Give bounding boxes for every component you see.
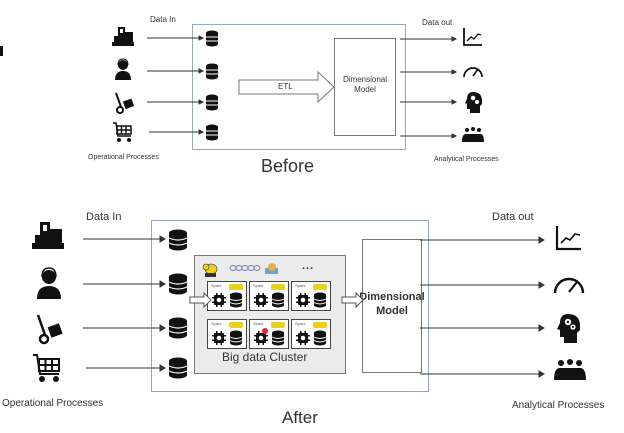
spark-tag: Spark <box>295 321 306 326</box>
big-data-cluster <box>194 255 346 374</box>
processor-chip-icon <box>296 293 310 307</box>
hand-truck-icon <box>115 92 135 114</box>
spark-tag: Spark <box>253 283 264 288</box>
after-data-in-label: Data In <box>86 211 122 223</box>
before-data-out-label: Data out <box>422 18 453 27</box>
before-title: Before <box>261 156 315 176</box>
spark-tag: Spark <box>295 283 306 288</box>
cluster-node: Spark <box>207 319 247 349</box>
database-icon <box>168 229 188 251</box>
before-model-label-1: Dimensional <box>342 75 388 84</box>
edge-mark <box>0 46 3 56</box>
support-agent-icon <box>37 267 61 299</box>
gauge-icon <box>553 277 585 294</box>
before-operational-caption: Operational Processes <box>88 154 159 161</box>
data-tool-icon <box>265 263 278 274</box>
database-icon <box>168 317 188 339</box>
head-gears-icon <box>465 92 482 113</box>
processor-chip-icon <box>254 331 268 345</box>
after-data-out-label: Data out <box>492 211 534 223</box>
after-dimensional-model-box: Dimensional Model <box>359 239 425 373</box>
shopping-cart-icon <box>33 354 60 382</box>
spark-tag: Spark <box>253 321 264 326</box>
team-meeting-icon <box>554 359 586 380</box>
etl-arrow <box>238 70 335 104</box>
hive-logo-icon <box>313 322 327 328</box>
after-model-label-2: Model <box>376 305 408 317</box>
chain-logo-icon <box>229 265 261 271</box>
cluster-node: Spark <box>207 281 247 311</box>
after-title: After <box>282 408 318 427</box>
database-icon <box>206 94 218 111</box>
before-flow-lines <box>147 35 458 139</box>
cluster-label: Big data Cluster <box>222 350 308 364</box>
database-icon <box>229 292 243 308</box>
head-gears-icon <box>557 314 580 343</box>
before-dimensional-model-box: Dimensional Model <box>334 38 396 136</box>
database-icon <box>168 357 188 379</box>
hadoop-elephant-icon <box>202 263 218 277</box>
team-meeting-icon <box>462 127 484 142</box>
after-analytical-caption: Analytical Processes <box>512 400 605 411</box>
before-model-label-2: Model <box>354 85 376 94</box>
hive-logo-icon <box>229 284 243 290</box>
hive-logo-icon <box>313 284 327 290</box>
cluster-ellipsis: ... <box>302 260 315 272</box>
hive-logo-icon <box>229 322 243 328</box>
cluster-input-arrow <box>189 291 212 309</box>
database-icon <box>168 273 188 295</box>
processor-chip-icon <box>296 331 310 345</box>
before-data-in-label: Data In <box>150 15 176 24</box>
after-operational-caption: Operational Processes <box>2 398 104 409</box>
hive-logo-icon <box>271 322 285 328</box>
alert-dot <box>262 328 268 334</box>
cluster-node: Spark <box>291 281 331 311</box>
database-icon <box>229 330 243 346</box>
cluster-node: Spark <box>291 319 331 349</box>
after-model-label-1: Dimensional <box>359 291 425 303</box>
etl-label: ETL <box>278 82 293 91</box>
cluster-node: Spark <box>249 319 289 349</box>
line-chart-icon <box>555 226 581 251</box>
line-chart-icon <box>463 28 482 46</box>
database-icon <box>206 30 218 47</box>
before-analytical-caption: Analytical Processes <box>434 156 499 163</box>
spark-tag: Spark <box>211 321 222 326</box>
database-icon <box>206 124 218 141</box>
processor-chip-icon <box>212 331 226 345</box>
cash-register-icon <box>32 222 64 249</box>
cash-register-icon <box>112 27 134 46</box>
database-icon <box>271 292 285 308</box>
before-system-frame <box>192 24 406 150</box>
hive-logo-icon <box>271 284 285 290</box>
database-icon <box>206 63 218 80</box>
spark-tag: Spark <box>211 283 222 288</box>
support-agent-icon <box>115 58 131 80</box>
shopping-cart-icon <box>113 122 132 142</box>
database-icon <box>313 292 327 308</box>
after-system-frame <box>151 220 429 392</box>
cluster-node: Spark <box>249 281 289 311</box>
gauge-icon <box>463 67 483 78</box>
processor-chip-icon <box>212 293 226 307</box>
database-icon <box>313 330 327 346</box>
processor-chip-icon <box>254 293 268 307</box>
cluster-output-arrow <box>341 291 364 309</box>
hand-truck-icon <box>36 314 63 345</box>
database-icon <box>271 330 285 346</box>
